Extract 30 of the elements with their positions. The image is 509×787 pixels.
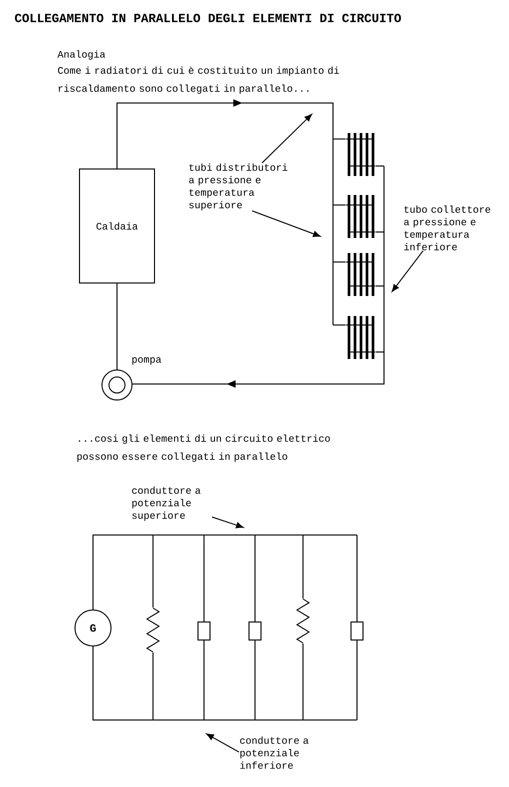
callout-text: tubi distributori a pressione e temperatura superiore (189, 164, 288, 210)
leader-line (212, 516, 244, 528)
pipe (132, 166, 384, 388)
conductor-line (92, 534, 358, 622)
pump-symbol (102, 370, 132, 400)
callout-text: tubo collettore a pressione e temperatura inferiore (404, 206, 490, 250)
leader-line (262, 114, 312, 164)
leader-line (392, 250, 424, 292)
pump-label: pompa (132, 357, 162, 365)
component-symbol (248, 622, 262, 640)
resistor-symbol (146, 608, 160, 652)
radiator-drawing (346, 252, 376, 298)
intro-text: ...cosi gli elementi di un circuito elettrico possono essere collegati in parallelo (77, 434, 330, 462)
conductor-line (92, 640, 358, 720)
radiator-drawing (346, 314, 376, 360)
leader-line (252, 210, 321, 237)
component-symbol (198, 622, 210, 640)
pipe (116, 283, 118, 370)
component-symbol (350, 622, 364, 640)
intro-text: Come i radiatori di cui è costituito un impianto di riscaldamento sono collegati in parallelo... (58, 66, 339, 94)
callout-text: conduttore a potenziale superiore (132, 486, 200, 521)
title: COLLEGAMENTO IN PARALLELO DEGLI ELEMENTI DI CIRCUITO (14, 14, 401, 22)
pipe (116, 99, 346, 326)
boiler-box: Caldaia (79, 168, 155, 284)
heading: Analogia (58, 50, 106, 60)
resistor-symbol (296, 598, 310, 644)
radiator-drawing (346, 194, 376, 240)
callout-text: conduttore a potenziale inferiore (240, 736, 308, 769)
leader-line (206, 733, 240, 752)
radiator-drawing (346, 132, 376, 178)
